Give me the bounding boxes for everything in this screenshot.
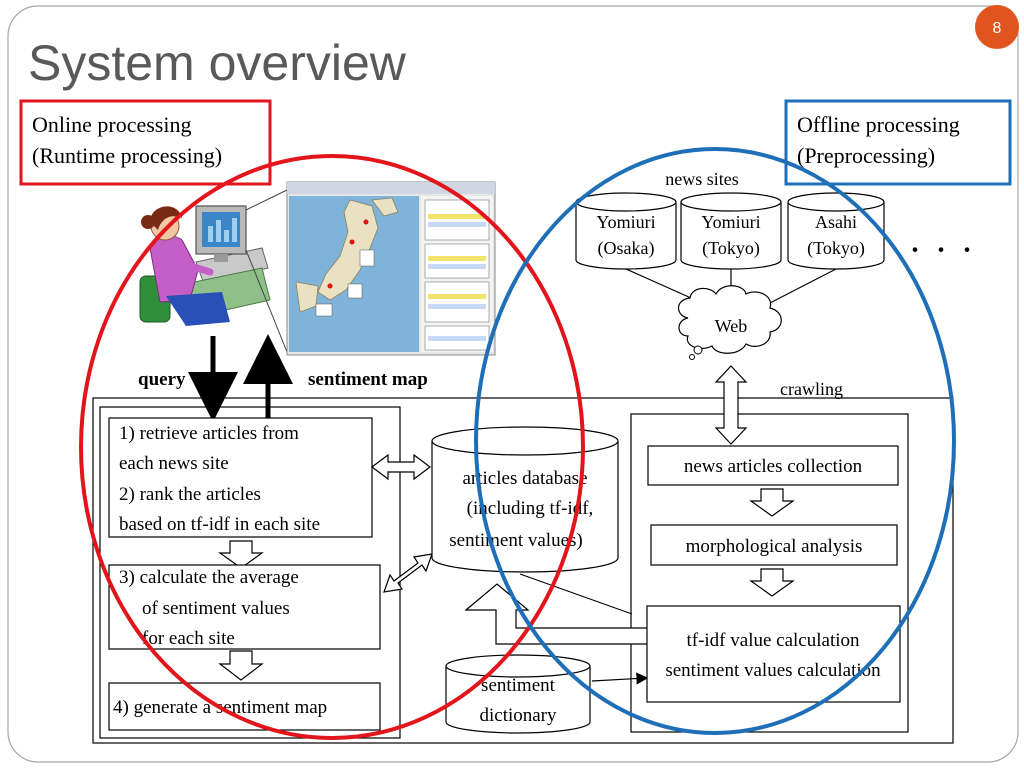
db-calc-connector [519, 573, 633, 615]
db-line1: articles database [462, 468, 587, 489]
more-sites-ellipsis: ・・・ [904, 238, 982, 263]
db-double-arrow-top [371, 453, 431, 481]
online-processing-box [19, 99, 272, 186]
site-1-region: (Osaka) [598, 238, 655, 259]
news-sites-label: news sites [665, 169, 739, 189]
online-label-line1: Online processing [32, 112, 191, 137]
site-3-connector [767, 268, 837, 305]
query-label: query [138, 369, 186, 390]
calc-line1: tf-idf value calculation [686, 630, 860, 651]
morph-text: morphological analysis [686, 536, 863, 557]
user-computer-illustration [139, 205, 271, 326]
outer-container [92, 397, 954, 744]
page-number-badge [975, 5, 1019, 49]
sentiment-map-screenshot [286, 181, 496, 356]
online-container [99, 406, 401, 739]
page-title: System overview [28, 35, 407, 91]
site-1-name: Yomiuri [596, 212, 655, 232]
site-cylinder-yomiuri-tokyo [680, 192, 782, 270]
step3-line3: for each site [142, 628, 235, 649]
step3-line2: of sentiment values [142, 598, 290, 619]
calculation-box [646, 605, 901, 703]
web-cloud-icon [677, 285, 782, 354]
step-retrieve-rank-box [108, 417, 373, 538]
offline-processing-box [784, 99, 1012, 186]
site-3-region: (Tokyo) [807, 238, 865, 259]
site-2-region: (Tokyo) [702, 238, 760, 259]
down-arrow-offline-1 [749, 488, 795, 517]
online-label-line2: (Runtime processing) [32, 143, 222, 168]
site-2-name: Yomiuri [701, 212, 760, 232]
down-arrow-online-1 [218, 540, 264, 569]
db-line3: sentiment values) [449, 530, 583, 551]
dict-line2: dictionary [479, 705, 557, 726]
dict-to-calc-arrow [591, 672, 649, 685]
sentiment-map-label: sentiment map [308, 369, 428, 390]
site-3-name: Asahi [815, 212, 857, 232]
db-line2: (including tf-idf, [467, 498, 594, 519]
step3-line1: 3) calculate the average [119, 567, 299, 588]
down-arrow-offline-2 [749, 568, 795, 597]
offline-label-line2: (Preprocessing) [797, 143, 935, 168]
cloud-bubble-small-icon [689, 354, 695, 360]
morphological-analysis-box [650, 524, 898, 566]
step1-line1: 1) retrieve articles from [119, 423, 299, 444]
down-arrow-online-2 [218, 650, 264, 681]
page-number: 8 [993, 20, 1002, 37]
news-articles-collection-box [647, 445, 899, 486]
cloud-bubble-icon [693, 345, 703, 355]
step-generate-map-box [108, 682, 381, 731]
offline-container [630, 413, 909, 733]
calc-line2: sentiment values calculation [665, 660, 881, 681]
step-calculate-average-box [108, 564, 381, 650]
crawling-label: crawling [780, 379, 843, 399]
web-label: Web [715, 316, 748, 336]
offline-label-line1: Offline processing [797, 112, 960, 137]
dict-line1: sentiment [481, 675, 556, 696]
online-region-ellipse [79, 154, 585, 740]
step2-line2: based on tf-idf in each site [119, 514, 320, 535]
step2-line1: 2) rank the articles [119, 484, 261, 505]
offline-region-ellipse [474, 147, 956, 735]
step1-line2: each news site [119, 453, 229, 474]
collection-text: news articles collection [684, 456, 863, 477]
crawling-double-arrow [714, 365, 748, 445]
zoom-line-top [245, 189, 288, 211]
site-1-connector [625, 268, 701, 303]
